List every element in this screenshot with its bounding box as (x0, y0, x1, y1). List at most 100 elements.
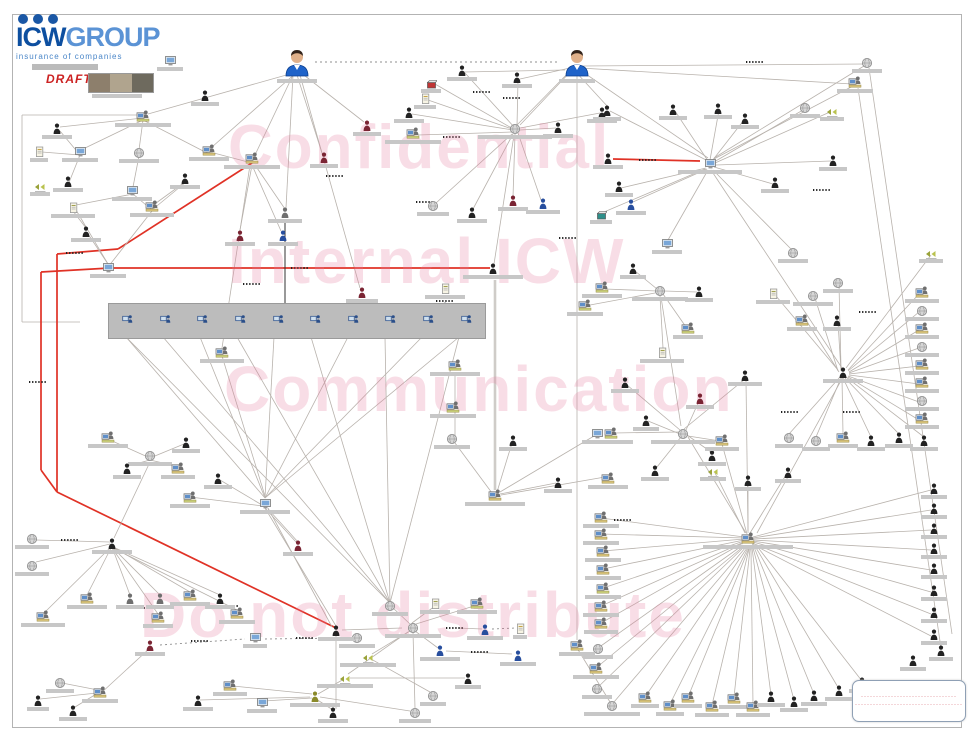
edge (113, 461, 151, 539)
redacted-node-label (582, 294, 622, 298)
edge (644, 547, 748, 698)
redacted-node-label (513, 635, 527, 639)
redacted-node-label (921, 515, 947, 519)
redacted-node-label (53, 188, 83, 192)
edge (519, 127, 557, 131)
edge (842, 377, 872, 438)
redacted-node-label (394, 119, 424, 123)
edge (663, 290, 698, 293)
redacted-node-label (921, 535, 947, 539)
edge (159, 638, 246, 646)
redacted-node-label (268, 219, 302, 223)
redacted-node-label (640, 359, 684, 363)
redacted-node-label (583, 541, 619, 545)
page-border (12, 14, 962, 728)
redacted-node-label (467, 636, 503, 640)
redacted-node-label (905, 317, 939, 321)
redacted-node-label (161, 475, 195, 479)
redacted-node-label (885, 444, 913, 448)
redacted-node-label (421, 89, 441, 93)
redacted-node-label (340, 663, 396, 667)
redacted-node-label (735, 487, 761, 491)
redacted-node-label (698, 462, 726, 466)
redacted-node-label (700, 477, 726, 481)
redacted-node-label (219, 620, 255, 624)
edge (751, 547, 772, 696)
edge (75, 209, 109, 265)
redacted-node-label (620, 275, 646, 279)
redacted-node-label (317, 684, 373, 688)
edge (445, 650, 513, 655)
redacted-node-label (146, 605, 174, 609)
edge (491, 627, 517, 630)
edge (236, 336, 391, 604)
redacted-node-label (318, 637, 354, 641)
edge (847, 311, 920, 372)
redacted-node-label (143, 624, 173, 628)
redacted-logo-line (32, 64, 98, 70)
redacted-node-label (277, 79, 317, 83)
edge (752, 489, 932, 538)
edge (75, 193, 134, 206)
edge (86, 545, 113, 596)
redacted-node-label (656, 712, 684, 716)
edge (111, 546, 161, 596)
photo-thumbnail (88, 73, 154, 93)
redacted-node-label (929, 657, 953, 661)
redacted-node-label (247, 709, 277, 713)
redacted-node-label (90, 274, 126, 278)
edge (634, 270, 658, 290)
redacted-node-label (775, 444, 803, 448)
group-member-computer-icon (348, 312, 359, 330)
redacted-node-label (213, 692, 247, 696)
redacted-node-label (757, 703, 785, 707)
redacted-node-label (21, 623, 65, 627)
edge (414, 630, 439, 649)
edge (597, 544, 744, 649)
redacted-node-label (92, 550, 132, 554)
redacted-node-label (736, 713, 770, 717)
redacted-node-label (353, 132, 381, 136)
edge (493, 134, 515, 265)
redacted-node-label (82, 699, 118, 703)
redacted-node-label (113, 475, 141, 479)
redacted-node-label (430, 372, 480, 376)
redacted-node-label (385, 140, 441, 144)
edge (435, 133, 513, 204)
edge (111, 547, 159, 615)
redacted-node-label (240, 510, 290, 514)
redacted-node-label (420, 610, 450, 614)
redacted-node-label (633, 427, 659, 431)
edge (40, 267, 111, 273)
edge (814, 297, 839, 372)
edge (411, 605, 436, 624)
redacted-node-label (837, 89, 873, 93)
edge (464, 72, 516, 129)
redacted-node-label (921, 495, 947, 499)
edge (267, 508, 299, 543)
redacted-node-label (15, 572, 49, 576)
redacted-node-label (820, 117, 844, 121)
edge (659, 295, 664, 349)
redacted-node-label (761, 189, 789, 193)
edge (310, 336, 391, 604)
edge (714, 111, 831, 164)
redacted-node-label (793, 302, 833, 306)
redacted-node-label (582, 695, 612, 699)
edge (612, 158, 701, 162)
redacted-node-label (585, 576, 621, 580)
redacted-node-label (457, 610, 497, 614)
redacted-node-label (268, 242, 298, 246)
edge (848, 365, 920, 375)
edge (472, 133, 514, 210)
edge (496, 442, 513, 493)
redacted-node-label (420, 702, 446, 706)
redacted-node-label (590, 220, 612, 224)
edge (712, 169, 792, 250)
redacted-node-label (593, 117, 621, 121)
redacted-node-label (780, 708, 808, 712)
group-member-computer-icon (235, 312, 246, 330)
icw-group-logo: ICWGROUP insurance of companies (16, 14, 161, 70)
edge (710, 169, 843, 369)
